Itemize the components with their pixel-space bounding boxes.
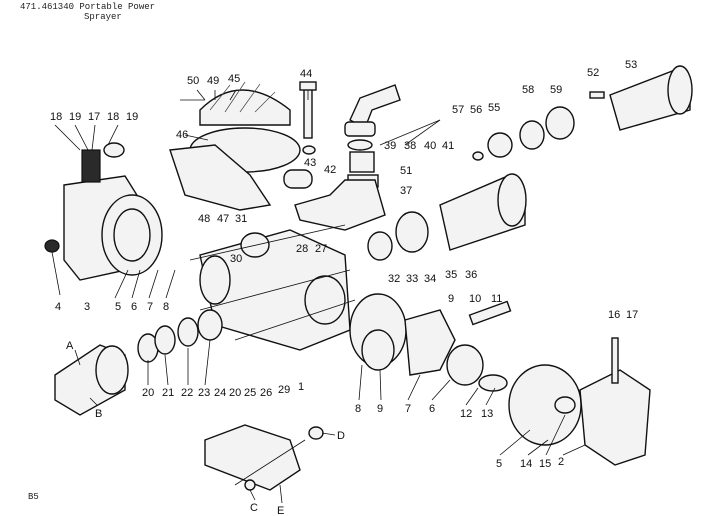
callout-12: 12 — [460, 408, 472, 420]
callout-17-top: 17 — [88, 111, 100, 123]
callout-53: 53 — [625, 59, 637, 71]
leader-lines — [51, 89, 586, 504]
callout-47: 47 — [217, 213, 229, 225]
callout-28: 28 — [296, 243, 308, 255]
callout-49: 49 — [207, 75, 219, 87]
callout-22: 22 — [181, 387, 193, 399]
callout-18-top: 18 — [50, 111, 62, 123]
callout-56: 56 — [470, 104, 482, 116]
callout-18-second: 18 — [107, 111, 119, 123]
callout-5-right: 5 — [496, 458, 502, 470]
page-mark: B5 — [28, 492, 39, 502]
callout-1: 1 — [298, 381, 304, 393]
crankcase — [189, 224, 356, 351]
callout-20-second: 20 — [229, 387, 241, 399]
elbow-fitting — [294, 84, 401, 231]
callout-13: 13 — [481, 408, 493, 420]
callout-6-left: 6 — [131, 301, 137, 313]
callout-labels: 50 49 45 44 52 53 57 56 55 58 59 18 19 1… — [50, 59, 638, 516]
callout-52: 52 — [587, 67, 599, 79]
callout-7-left: 7 — [147, 301, 153, 313]
callout-C: C — [250, 502, 258, 514]
callout-19-second: 19 — [126, 111, 138, 123]
callout-6-right: 6 — [429, 403, 435, 415]
callout-11: 11 — [491, 293, 502, 305]
callout-37: 37 — [400, 185, 412, 197]
callout-58: 58 — [522, 84, 534, 96]
callout-29: 29 — [278, 384, 290, 396]
mounting-bracket — [204, 424, 324, 491]
callout-38: 38 — [404, 140, 416, 152]
callout-A: A — [66, 340, 74, 352]
callout-44: 44 — [300, 68, 312, 80]
right-pump-parts — [349, 293, 651, 466]
bottom-left-cover — [54, 309, 223, 416]
callout-36: 36 — [465, 269, 477, 281]
pump-housing-left — [44, 142, 163, 281]
pump-cylinder-53 — [472, 65, 693, 161]
callout-35: 35 — [445, 269, 457, 281]
callout-15: 15 — [539, 458, 551, 470]
callout-2: 2 — [558, 456, 564, 468]
callout-48: 48 — [198, 213, 210, 225]
callout-51: 51 — [400, 165, 412, 177]
callout-46: 46 — [176, 129, 188, 141]
callout-21: 21 — [162, 387, 174, 399]
callout-45: 45 — [228, 73, 240, 85]
callout-42: 42 — [324, 164, 336, 176]
callout-26: 26 — [260, 387, 272, 399]
callout-D: D — [337, 430, 345, 442]
callout-8-right: 8 — [355, 403, 361, 415]
callout-39: 39 — [384, 140, 396, 152]
callout-33: 33 — [406, 273, 418, 285]
document-subtitle: Sprayer — [84, 12, 122, 22]
callout-20-first: 20 — [142, 387, 154, 399]
callout-16: 16 — [608, 309, 620, 321]
callout-30: 30 — [230, 253, 242, 265]
callout-8-left: 8 — [163, 301, 169, 313]
callout-E: E — [277, 505, 284, 516]
callout-9-right: 9 — [448, 293, 454, 305]
callout-50: 50 — [187, 75, 199, 87]
callout-27: 27 — [315, 243, 327, 255]
callout-41: 41 — [442, 140, 454, 152]
callout-31: 31 — [235, 213, 247, 225]
callout-32: 32 — [388, 273, 400, 285]
callout-10: 10 — [469, 293, 481, 305]
callout-24: 24 — [214, 387, 226, 399]
callout-40: 40 — [424, 140, 436, 152]
callout-B: B — [95, 408, 102, 420]
callout-23: 23 — [198, 387, 210, 399]
callout-19-top: 19 — [69, 111, 81, 123]
pump-cylinder-36 — [367, 173, 527, 261]
callout-5-left: 5 — [115, 301, 121, 313]
callout-55: 55 — [488, 102, 500, 114]
callout-59: 59 — [550, 84, 562, 96]
document-title: 471.461340 Portable Power — [20, 2, 156, 12]
callout-3: 3 — [84, 301, 90, 313]
callout-4: 4 — [55, 301, 61, 313]
callout-14: 14 — [520, 458, 532, 470]
callout-25: 25 — [244, 387, 256, 399]
callout-17-right: 17 — [626, 309, 638, 321]
callout-43: 43 — [304, 157, 316, 169]
callout-9-lower: 9 — [377, 403, 383, 415]
air-chamber-dome — [169, 81, 313, 211]
callout-34: 34 — [424, 273, 436, 285]
callout-7-right: 7 — [405, 403, 411, 415]
callout-57: 57 — [452, 104, 464, 116]
